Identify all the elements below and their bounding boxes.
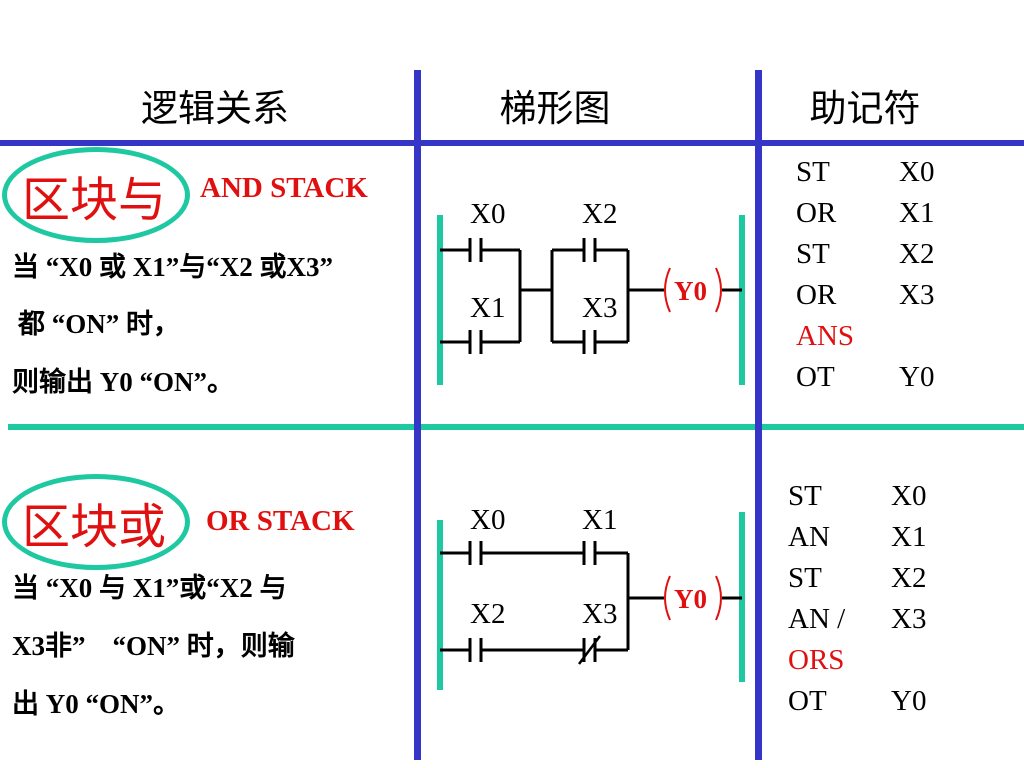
- coil-and-left-arc: [664, 267, 671, 313]
- block-or-desc-line1: 当 “X0 与 X1”或“X2 与: [12, 573, 287, 603]
- column-divider-1: [414, 70, 421, 760]
- block-and-subtitle: AND STACK: [200, 172, 368, 204]
- mnemonic-row: ST X2: [788, 558, 926, 599]
- mnemonic-op: ST: [796, 238, 830, 270]
- header-mnemonic: 助记符: [809, 87, 921, 130]
- block-or-title: 区块或: [22, 499, 167, 555]
- mnemonic-op-highlight: ORS: [788, 644, 845, 676]
- mnemonic-op: OR: [796, 197, 837, 229]
- ladder-and-contact-label-x2: X2: [582, 198, 618, 230]
- mnemonic-op-highlight: ANS: [796, 320, 855, 352]
- mnemonic-row: ST X0: [796, 152, 934, 193]
- mnemonic-op: OT: [796, 361, 835, 393]
- mnemonic-row: OT Y0: [796, 357, 934, 398]
- mnemonic-arg: X1: [891, 521, 927, 553]
- block-or-desc-line3: 出 Y0 “ON”。: [12, 689, 180, 719]
- mnemonic-arg: X3: [891, 603, 927, 635]
- coil-or-left-arc: [664, 575, 671, 621]
- mnemonic-arg: X2: [891, 562, 927, 594]
- mnemonic-row: ST X2: [796, 234, 934, 275]
- ladder-and-coil-label: Y0: [674, 276, 707, 306]
- mnemonic-op: ST: [796, 156, 830, 188]
- block-and-desc-line2: 都 “ON” 时，: [18, 309, 180, 339]
- header-divider: [0, 140, 1024, 146]
- mnemonic-arg: X2: [899, 238, 935, 270]
- ladder-and-contact-label-x1: X1: [470, 292, 506, 324]
- column-divider-2: [755, 70, 762, 760]
- contact-x3-nc-slash: [578, 635, 601, 665]
- mnemonic-row: OR X3: [796, 275, 934, 316]
- ladder-or-contact-label-x3: X3: [582, 598, 618, 630]
- block-and-desc-line1: 当 “X0 或 X1”与“X2 或X3”: [12, 252, 333, 282]
- ladder-or-contact-label-x0: X0: [470, 504, 506, 536]
- ladder-and-contact-label-x0: X0: [470, 198, 506, 230]
- block-or-desc-line2: X3非” “ON” 时，则输: [12, 631, 295, 661]
- coil-and-right-arc: [715, 267, 722, 313]
- block-or-subtitle: OR STACK: [206, 505, 355, 537]
- mnemonic-row: OT Y0: [788, 681, 926, 722]
- mnemonic-arg: X0: [899, 156, 935, 188]
- coil-or-right-arc: [715, 575, 722, 621]
- mnemonic-row: ANS: [796, 316, 934, 357]
- mnemonic-row: ORS: [788, 640, 926, 681]
- mnemonic-row: OR X1: [796, 193, 934, 234]
- mnemonic-arg: Y0: [899, 361, 935, 393]
- title-highlight-oval: [2, 147, 190, 243]
- mnemonic-and-list: ST X0 OR X1 ST X2 OR X3 ANS OT Y0: [796, 152, 934, 398]
- ladder-or-contact-label-x2: X2: [470, 598, 506, 630]
- mnemonic-row: AN / X3: [788, 599, 926, 640]
- mnemonic-arg: Y0: [891, 685, 927, 717]
- ladder-and-contact-label-x3: X3: [582, 292, 618, 324]
- ladder-or-coil-label: Y0: [674, 584, 707, 614]
- mnemonic-row: AN X1: [788, 517, 926, 558]
- mnemonic-op: OR: [796, 279, 837, 311]
- mnemonic-or-list: ST X0 AN X1 ST X2 AN / X3 ORS OT Y0: [788, 476, 926, 722]
- ladder-or-contact-label-x1: X1: [582, 504, 618, 536]
- header-ladder-diagram: 梯形图: [499, 87, 611, 130]
- mnemonic-op: ST: [788, 480, 822, 512]
- block-and-desc-line3: 则输出 Y0 “ON”。: [12, 367, 234, 397]
- block-and-title: 区块与: [22, 172, 167, 228]
- row-divider: [8, 424, 1024, 430]
- mnemonic-arg: X0: [891, 480, 927, 512]
- header-logic-relation: 逻辑关系: [141, 87, 289, 130]
- mnemonic-op: ST: [788, 562, 822, 594]
- mnemonic-op: AN /: [788, 603, 846, 635]
- mnemonic-row: ST X0: [788, 476, 926, 517]
- mnemonic-op: OT: [788, 685, 827, 717]
- mnemonic-op: AN: [788, 521, 830, 553]
- mnemonic-arg: X1: [899, 197, 935, 229]
- mnemonic-arg: X3: [899, 279, 935, 311]
- title-highlight-oval: [2, 474, 190, 570]
